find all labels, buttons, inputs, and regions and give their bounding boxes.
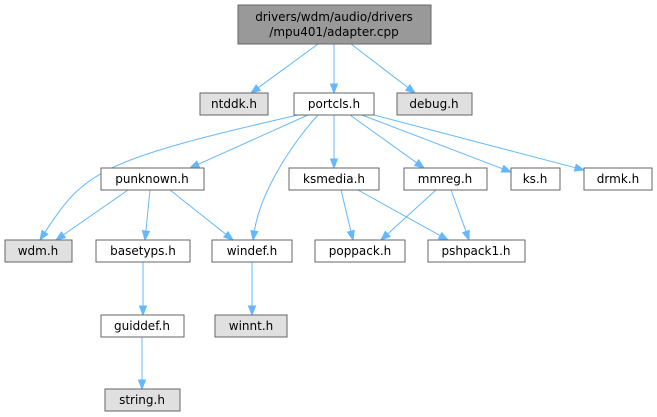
edge-arrowhead-ksmedia-to-pshpack1 xyxy=(437,231,450,241)
node-windef-label: windef.h xyxy=(227,244,278,258)
edge-arrowhead-root-to-ntddk xyxy=(249,84,262,94)
edge-punknown-to-basetyps xyxy=(145,189,151,232)
node-basetyps-h[interactable]: basetyps.h xyxy=(95,239,191,263)
edge-arrowhead-punknown-to-windef xyxy=(222,230,235,241)
node-guiddef-box xyxy=(100,314,185,338)
node-ks-h[interactable]: ks.h xyxy=(510,167,561,191)
node-ks-box xyxy=(510,167,561,191)
node-root-line1: drivers/wdm/audio/drivers xyxy=(255,10,413,24)
node-pshpack1-label: pshpack1.h xyxy=(441,244,510,258)
node-debug-h[interactable]: debug.h xyxy=(396,92,473,116)
node-mmreg-h[interactable]: mmreg.h xyxy=(403,167,488,191)
edge-mmreg-to-pshpack1 xyxy=(450,189,467,232)
node-poppack-box xyxy=(314,239,406,263)
node-winnt-label: winnt.h xyxy=(229,319,273,333)
edge-arrowhead-guiddef-to-string xyxy=(137,379,147,391)
node-basetyps-label: basetyps.h xyxy=(110,244,176,258)
edge-arrowhead-basetyps-to-guiddef xyxy=(138,305,148,317)
edge-arrowhead-punknown-to-basetyps xyxy=(141,230,151,242)
edge-punknown-to-windef xyxy=(169,189,227,235)
edge-root-to-ntddk xyxy=(258,43,319,89)
node-debug-label: debug.h xyxy=(409,97,458,111)
node-ksmedia-box xyxy=(288,167,380,191)
node-mmreg-box xyxy=(403,167,488,191)
edge-portcls-to-punknown xyxy=(197,114,309,165)
edge-arrowhead-portcls-to-windef xyxy=(250,230,259,242)
node-ntddk-box xyxy=(199,92,269,116)
edge-portcls-to-mmreg xyxy=(349,114,417,164)
node-drmk-h[interactable]: drmk.h xyxy=(583,167,653,191)
edge-arrowhead-punknown-to-wdm xyxy=(54,231,67,241)
node-string-h[interactable]: string.h xyxy=(104,388,181,412)
edge-layer xyxy=(39,43,586,391)
edge-arrowhead-portcls-to-ks xyxy=(500,164,513,173)
node-winnt-h[interactable]: winnt.h xyxy=(214,314,288,338)
node-wdm-h[interactable]: wdm.h xyxy=(4,239,73,263)
node-windef-box xyxy=(211,239,293,263)
node-drmk-label: drmk.h xyxy=(597,172,639,186)
node-string-box xyxy=(104,388,181,412)
node-windef-h[interactable]: windef.h xyxy=(211,239,293,263)
node-string-label: string.h xyxy=(119,393,165,407)
edge-portcls-to-windef xyxy=(253,114,319,232)
node-root-adapter-cpp: drivers/wdm/audio/drivers /mpu401/adapte… xyxy=(237,4,432,45)
node-punknown-box xyxy=(100,167,205,191)
edge-ksmedia-to-pshpack1 xyxy=(357,189,441,237)
edge-arrowhead-root-to-debug xyxy=(404,83,417,94)
node-ntddk-h[interactable]: ntddk.h xyxy=(199,92,269,116)
edge-arrowhead-windef-to-winnt xyxy=(247,305,257,317)
node-guiddef-label: guiddef.h xyxy=(114,319,170,333)
edge-arrowhead-portcls-to-ksmedia xyxy=(329,158,339,170)
node-winnt-box xyxy=(214,314,288,338)
edge-portcls-to-ks xyxy=(361,114,503,170)
node-drmk-box xyxy=(583,167,653,191)
node-debug-box xyxy=(396,92,473,116)
edge-arrowhead-mmreg-to-pshpack1 xyxy=(461,229,470,242)
node-ksmedia-label: ksmedia.h xyxy=(303,172,365,186)
edge-portcls-to-drmk xyxy=(373,114,576,169)
edge-mmreg-to-poppack xyxy=(387,189,437,235)
node-mmreg-label: mmreg.h xyxy=(418,172,472,186)
edge-punknown-to-wdm xyxy=(63,189,129,236)
edge-root-to-debug xyxy=(350,43,409,88)
node-punknown-label: punknown.h xyxy=(115,172,189,186)
edge-arrowhead-mmreg-to-poppack xyxy=(379,230,391,241)
node-guiddef-h[interactable]: guiddef.h xyxy=(100,314,185,338)
node-ksmedia-h[interactable]: ksmedia.h xyxy=(288,167,380,191)
node-punknown-h[interactable]: punknown.h xyxy=(100,167,205,191)
edge-arrowhead-portcls-to-wdm xyxy=(39,229,49,242)
node-pshpack1-box xyxy=(427,239,526,263)
node-portcls-h[interactable]: portcls.h xyxy=(293,92,375,116)
edge-arrowhead-portcls-to-mmreg xyxy=(413,159,426,169)
node-portcls-label: portcls.h xyxy=(308,97,360,111)
edge-arrowhead-ksmedia-to-poppack xyxy=(346,229,355,242)
node-wdm-label: wdm.h xyxy=(18,244,59,258)
node-poppack-h[interactable]: poppack.h xyxy=(314,239,406,263)
node-root-line2: /mpu401/adapter.cpp xyxy=(269,25,398,39)
edge-arrowhead-portcls-to-drmk xyxy=(573,163,586,172)
node-wdm-box xyxy=(4,239,73,263)
node-poppack-label: poppack.h xyxy=(329,244,392,258)
node-basetyps-box xyxy=(95,239,191,263)
edge-arrowhead-root-to-portcls xyxy=(329,83,339,95)
edge-arrowhead-portcls-to-punknown xyxy=(188,160,201,169)
node-root-box xyxy=(237,4,432,45)
node-pshpack1-h[interactable]: pshpack1.h xyxy=(427,239,526,263)
node-ks-label: ks.h xyxy=(523,172,548,186)
node-ntddk-label: ntddk.h xyxy=(211,97,257,111)
node-portcls-box xyxy=(293,92,375,116)
edge-ksmedia-to-poppack xyxy=(340,189,352,232)
